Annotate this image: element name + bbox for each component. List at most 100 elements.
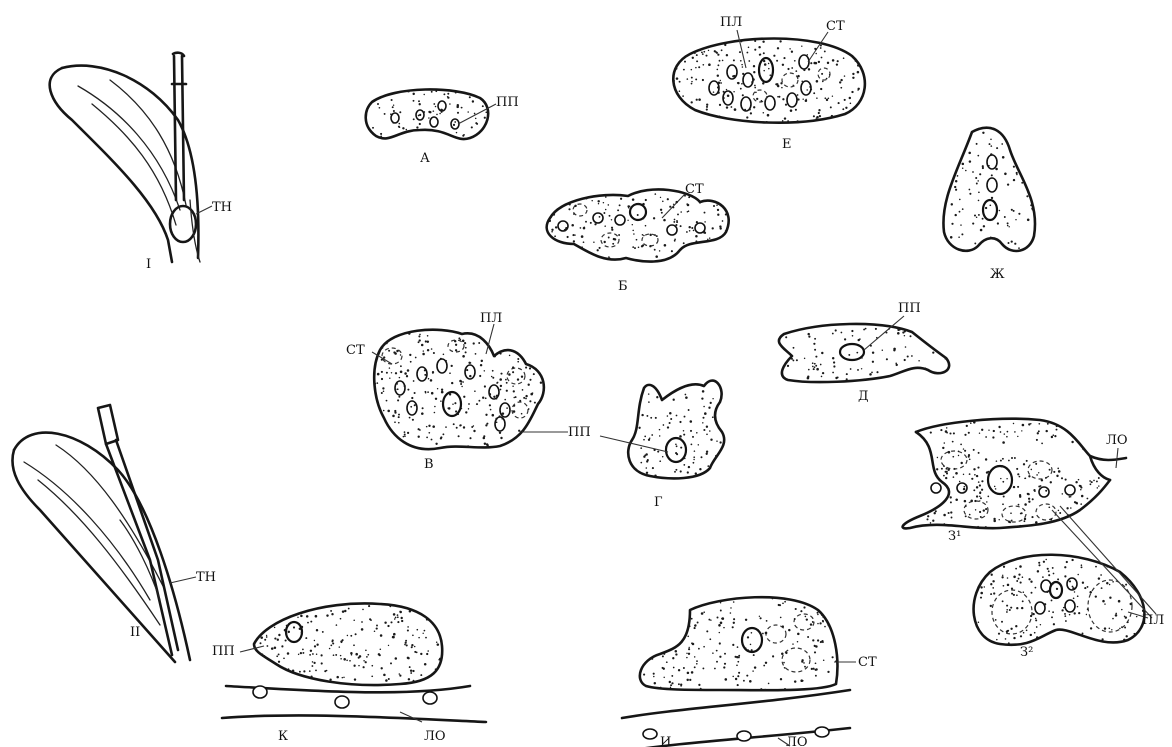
- stipple-dot: [546, 227, 548, 229]
- stipple-dot: [706, 630, 708, 632]
- stipple-dot: [266, 645, 268, 647]
- stipple-dot: [968, 152, 971, 155]
- stipple-dot: [702, 53, 704, 55]
- stipple-dot: [374, 630, 376, 632]
- stipple-dot: [1021, 512, 1023, 514]
- stipple-dot: [382, 387, 384, 389]
- stipple-dot: [1013, 179, 1015, 181]
- stipple-dot: [414, 646, 416, 648]
- stipple-dot: [432, 425, 435, 428]
- stipple-dot: [404, 434, 406, 436]
- stipple-dot: [349, 660, 351, 662]
- stipple-dot: [832, 357, 834, 359]
- stipple-dot: [1048, 610, 1050, 612]
- stipple-dot: [999, 210, 1001, 212]
- stipple-dot: [706, 104, 708, 106]
- stipple-dot: [696, 99, 698, 101]
- stipple-dot: [818, 109, 820, 111]
- stipple-dot: [969, 473, 971, 475]
- stipple-dot: [371, 665, 373, 667]
- stipple-dot: [745, 619, 747, 621]
- stipple-dot: [703, 611, 705, 613]
- stipple-dot: [1080, 489, 1081, 490]
- stipple-dot: [424, 369, 426, 371]
- stipple-dot: [688, 226, 690, 228]
- stipple-dot: [940, 429, 942, 431]
- stipple-dot: [1023, 463, 1025, 465]
- stipple-dot: [1037, 570, 1039, 572]
- stipple-dot: [499, 432, 501, 434]
- stipple-dot: [427, 349, 429, 351]
- stipple-dot: [1066, 507, 1068, 509]
- stipple-dot: [496, 398, 498, 400]
- stipple-dot: [525, 398, 527, 400]
- stipple-dot: [721, 49, 723, 51]
- stipple-dot: [473, 430, 475, 432]
- stipple-dot: [302, 652, 304, 654]
- stipple-dot: [434, 406, 436, 408]
- label-lo-I: ЛО: [786, 735, 808, 747]
- stipple-dot: [285, 639, 287, 641]
- stipple-dot: [813, 92, 815, 94]
- stipple-dot: [844, 338, 846, 340]
- stipple-dot: [815, 356, 817, 358]
- stipple-dot: [339, 646, 340, 647]
- stipple-dot: [857, 64, 859, 66]
- stipple-dot: [418, 637, 420, 639]
- stipple-dot: [1028, 475, 1030, 477]
- stipple-dot: [709, 237, 711, 239]
- stipple-dot: [462, 340, 465, 343]
- stipple-dot: [826, 78, 828, 80]
- stipple-dot: [528, 384, 530, 386]
- stipple-dot: [397, 388, 399, 390]
- stipple-dot: [733, 622, 735, 624]
- stipple-dot: [395, 372, 397, 374]
- stipple-dot: [300, 652, 302, 654]
- stipple-dot: [395, 617, 397, 619]
- stipple-dot: [754, 49, 756, 51]
- stipple-dot: [990, 593, 992, 595]
- stipple-dot: [594, 223, 596, 225]
- stipple-dot: [706, 433, 708, 435]
- stipple-dot: [1074, 591, 1075, 592]
- stipple-dot: [751, 632, 753, 634]
- stipple-dot: [951, 203, 953, 205]
- stipple-dot: [1022, 576, 1024, 578]
- stipple-dot: [515, 396, 517, 398]
- stipple-dot: [725, 230, 726, 231]
- stipple-dot: [580, 227, 582, 229]
- stipple-dot: [1072, 611, 1073, 612]
- stipple-dot: [788, 629, 790, 631]
- stipple-dot: [674, 240, 676, 242]
- stipple-dot: [657, 451, 659, 453]
- stipple-dot: [692, 436, 694, 438]
- stipple-dot: [659, 460, 661, 462]
- stipple-dot: [807, 636, 809, 638]
- stipple-dot: [348, 608, 350, 610]
- stipple-dot: [1024, 503, 1027, 506]
- stipple-dot: [505, 379, 507, 381]
- stipple-dot: [1014, 243, 1016, 245]
- stipple-dot: [419, 339, 421, 341]
- stipple-dot: [1072, 586, 1074, 588]
- stipple-dot: [716, 616, 718, 618]
- stipple-dot: [620, 198, 622, 200]
- stipple-dot: [1004, 173, 1007, 176]
- stipple-dot: [693, 459, 694, 460]
- stipple-dot: [281, 645, 283, 647]
- stipple-dot: [517, 378, 519, 380]
- stipple-dot: [828, 625, 830, 627]
- stipple-dot: [421, 412, 424, 415]
- stipple-dot: [434, 412, 436, 414]
- stipple-dot: [392, 636, 395, 639]
- stipple-dot: [723, 97, 725, 99]
- stipple-dot: [387, 625, 389, 627]
- stipple-dot: [737, 661, 739, 663]
- stipple-dot: [599, 247, 601, 249]
- stipple-dot: [528, 408, 530, 410]
- stipple-dot: [950, 511, 952, 513]
- stipple-dot: [911, 355, 913, 357]
- stipple-dot: [377, 103, 379, 105]
- stipple-dot: [500, 389, 502, 391]
- stipple-dot: [1057, 468, 1059, 470]
